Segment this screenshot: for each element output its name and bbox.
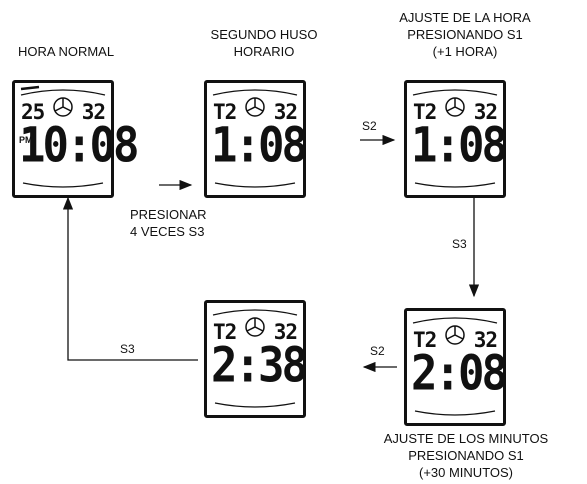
caption-line: (+30 MINUTOS)	[418, 465, 514, 480]
lcd-zone-label: T2	[213, 100, 237, 124]
lcd-normal: 25 32 PM 10:08	[12, 80, 139, 198]
caption-second-zone: SEGUNDO HUSO HORARIO	[204, 26, 324, 60]
caption-line: AJUSTE DE LA HORA	[399, 10, 531, 25]
caption-adjust-minutes: AJUSTE DE LOS MINUTOS PRESIONANDO S1 (+3…	[368, 430, 564, 481]
lcd-minute-adjust: T2 32 2:08	[404, 308, 508, 426]
lcd-time: 2:08	[411, 345, 508, 402]
lcd-time: 1:08	[211, 117, 308, 174]
lcd-date: 25	[21, 100, 45, 124]
caption-adjust-hour: AJUSTE DE LA HORA PRESIONANDO S1 (+1 HOR…	[385, 9, 545, 60]
caption-normal-time: HORA NORMAL	[18, 44, 115, 59]
caption-line: PRESIONANDO S1	[408, 448, 524, 463]
lcd-zone2: T2 32 1:08	[204, 80, 308, 198]
label-s3-return: S3	[120, 342, 135, 356]
label-s2-top: S2	[362, 119, 377, 133]
lcd-time: 2:38	[211, 337, 308, 394]
lcd-frame-art	[412, 317, 498, 416]
lcd-seconds: 32	[273, 320, 298, 344]
lcd-time: 1:08	[411, 117, 508, 174]
caption-line: (+1 HORA)	[432, 44, 498, 59]
label-s3-down: S3	[452, 237, 467, 251]
caption-line: PRESIONAR	[130, 207, 207, 222]
lcd-frame-art	[212, 89, 298, 188]
lcd-frame-art	[20, 85, 106, 188]
caption-line: SEGUNDO HUSO	[210, 27, 318, 42]
caption-line: PRESIONANDO S1	[407, 27, 523, 42]
arrow-final-to-normal	[62, 196, 198, 361]
lcd-zone-label: T2	[213, 320, 237, 344]
caption-line: HORARIO	[233, 44, 295, 59]
lcd-seconds: 32	[273, 100, 298, 124]
lcd-zone-label: T2	[413, 328, 437, 352]
caption-line: 4 VECES S3	[130, 224, 205, 239]
lcd-seconds: 32	[473, 328, 498, 352]
lcd-seconds: 32	[81, 100, 106, 124]
caption-line: AJUSTE DE LOS MINUTOS	[383, 431, 549, 446]
lcd-seconds: 32	[473, 100, 498, 124]
lcd-frame-art	[412, 89, 498, 188]
lcd-final: T2 32 2:38	[204, 300, 308, 418]
lcd-hour-adjust: T2 32 1:08	[404, 80, 508, 198]
lcd-frame-art	[212, 309, 298, 408]
caption-press-s3: PRESIONAR 4 VECES S3	[130, 206, 207, 240]
lcd-time: 10:08	[19, 117, 139, 174]
label-s2-bottom: S2	[370, 344, 385, 358]
lcd-zone-label: T2	[413, 100, 437, 124]
pm-indicator: PM	[19, 135, 33, 145]
